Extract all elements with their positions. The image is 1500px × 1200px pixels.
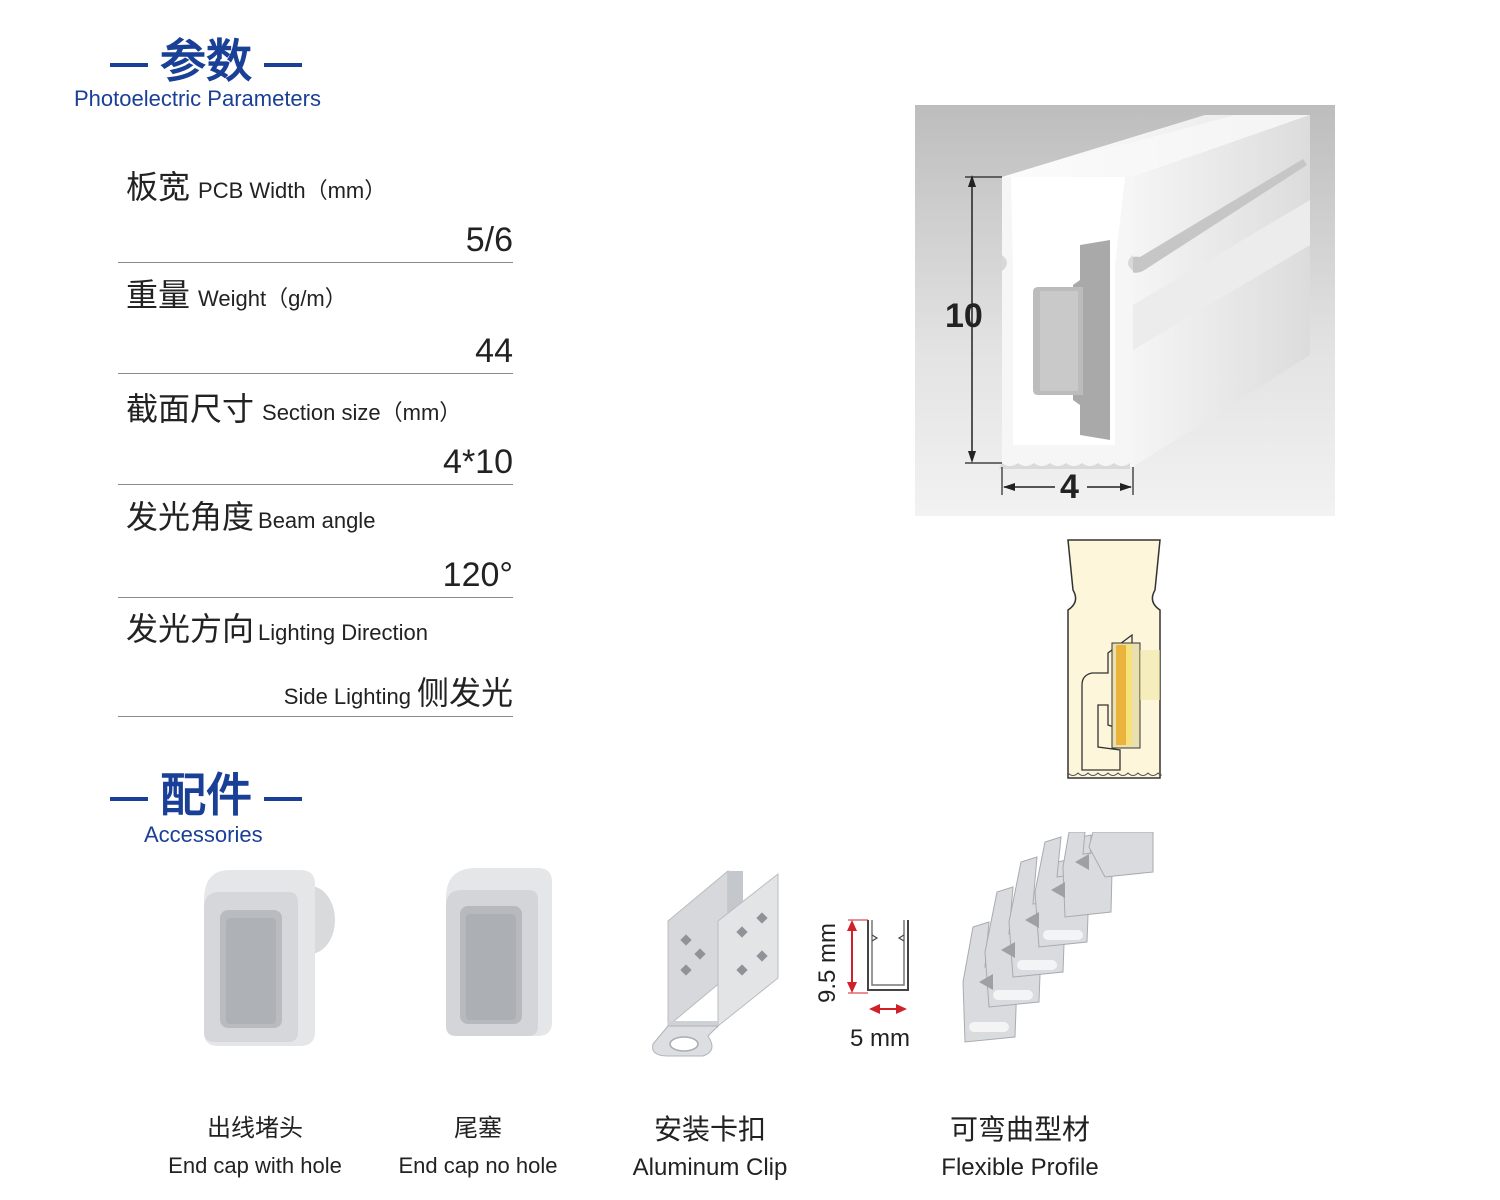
accessory-caption-end-cap-no-hole: 尾塞 End cap no hole (378, 1108, 578, 1179)
caption-en: End cap with hole (168, 1153, 342, 1178)
caption-cn: 尾塞 (454, 1114, 502, 1142)
title-dash-right (264, 62, 302, 67)
accessory-caption-flexible-profile: 可弯曲型材 Flexible Profile (910, 1108, 1130, 1182)
param-value-cn: 侧发光 (416, 674, 513, 712)
caption-cn: 出线堵头 (207, 1114, 303, 1142)
param-row-weight: 重量 Weight（g/m） 44 (118, 270, 513, 374)
params-section-title: 参数 (98, 38, 314, 84)
param-value-en: Side Lighting (283, 684, 411, 709)
param-label-cn: 板宽 (126, 168, 191, 206)
param-label-en: Beam angle (258, 508, 376, 533)
neon-profile-3d-illustration: 10 4 (915, 105, 1335, 516)
profile-width-dim: 4 (1060, 468, 1079, 506)
clip-height-dim: 9.5 mm (814, 923, 841, 1003)
param-label-en: PCB Width（mm） (198, 178, 387, 203)
param-value: 44 (475, 332, 513, 370)
profile-height-dim: 10 (945, 297, 983, 335)
params-section-subtitle: Photoelectric Parameters (74, 86, 321, 111)
caption-cn: 可弯曲型材 (949, 1113, 1090, 1146)
param-label-en: Lighting Direction (258, 620, 428, 645)
caption-en: Flexible Profile (941, 1154, 1099, 1181)
param-value: 5/6 (465, 221, 513, 259)
clip-width-dim: 5 mm (850, 1025, 910, 1052)
title-dash-left (110, 62, 148, 67)
caption-cn: 安装卡扣 (653, 1113, 766, 1146)
accessories-section-title: 配件 (98, 772, 314, 818)
param-label-en: Section size（mm） (262, 400, 462, 425)
title-dash-right (264, 796, 302, 801)
title-dash-left (110, 796, 148, 801)
param-label-en: Weight（g/m） (198, 286, 347, 311)
param-label-cn: 重量 (126, 276, 191, 314)
accessories-section-subtitle: Accessories (144, 822, 263, 847)
end-cap-with-hole-image (204, 870, 335, 1046)
end-cap-no-hole-image (446, 868, 552, 1036)
caption-en: Aluminum Clip (632, 1154, 788, 1181)
param-value: 4*10 (443, 443, 513, 481)
caption-en: End cap no hole (398, 1153, 558, 1178)
param-row-section-size: 截面尺寸 Section size（mm） 4*10 (118, 384, 513, 485)
aluminum-clip-image (652, 869, 779, 1057)
clip-dimension-diagram: 9.5 mm 5 mm (814, 919, 910, 1052)
param-label-cn: 截面尺寸 (126, 390, 255, 428)
neon-cross-section-illustration (1067, 539, 1162, 779)
param-value: 120° (442, 556, 513, 594)
accessory-caption-end-cap-with-hole: 出线堵头 End cap with hole (155, 1108, 355, 1179)
accessory-caption-aluminum-clip: 安装卡扣 Aluminum Clip (600, 1108, 820, 1182)
param-label-cn: 发光方向 (126, 610, 255, 648)
param-row-pcb-width: 板宽 PCB Width（mm） 5/6 (118, 162, 513, 263)
flexible-profile-image (962, 832, 1154, 1043)
param-label-cn: 发光角度 (126, 498, 255, 536)
